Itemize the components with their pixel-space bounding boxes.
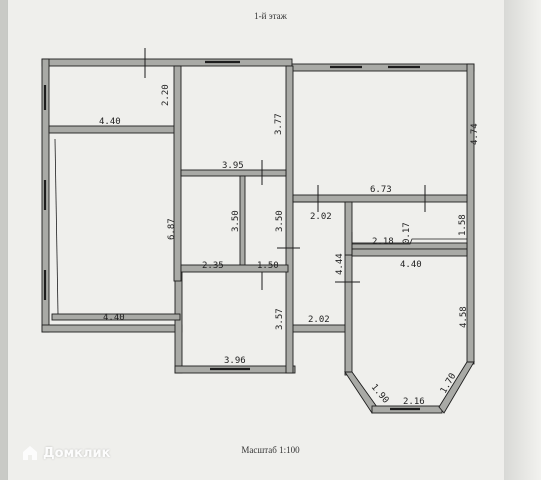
dim-label: 2.16 [403, 397, 425, 407]
wall-hall-right [344, 201, 353, 256]
outer-wall-center-bottom [287, 324, 349, 333]
dim-label: 2.18 [372, 237, 394, 247]
door-step [352, 238, 467, 245]
wall-vertical-a [173, 65, 182, 282]
dim-label: 2.02 [308, 315, 330, 325]
windows [43, 60, 420, 411]
wall-room1-bottom [48, 125, 181, 134]
dim-label: 3.95 [222, 161, 244, 171]
dim-label: 2.35 [202, 261, 224, 271]
dim-label: 0.17 [402, 222, 412, 244]
wall-horizontal-mid [180, 169, 287, 177]
dim-label: 4.40 [400, 260, 422, 270]
outer-wall-top-right [291, 63, 475, 72]
dim-label: 4.40 [99, 117, 121, 127]
dim-label: 4.74 [470, 123, 480, 145]
paper-sheet [8, 0, 504, 480]
outer-wall-bottom-left [41, 324, 183, 333]
outer-wall-living-left [174, 271, 183, 374]
wall-vertical-b [285, 65, 294, 374]
dim-label: 2.20 [161, 84, 171, 106]
dim-label: 4.44 [335, 253, 345, 275]
dim-label: 3.50 [275, 210, 285, 232]
inner-line [54, 138, 59, 315]
dim-label: 3.57 [275, 308, 285, 330]
wall-bay-top [351, 248, 468, 257]
scale-label: Масштаб 1:100 [241, 445, 300, 455]
dim-label: 1.58 [458, 214, 468, 236]
inner-lines [54, 138, 467, 315]
outer-wall-bay-left [344, 254, 353, 376]
house-logo-icon [23, 446, 37, 460]
dim-label: 3.96 [224, 356, 246, 366]
dim-label: 3.77 [274, 113, 284, 135]
wall-big-room-bottom [51, 313, 181, 321]
scan-margin [504, 0, 541, 480]
floor-title: 1-й этаж [254, 11, 287, 21]
watermark-text: Домклик [43, 445, 111, 461]
dim-label: 6.73 [370, 185, 392, 195]
dim-label: 4.40 [103, 313, 125, 323]
watermark: Домклик [22, 444, 110, 462]
door-marks [144, 48, 426, 290]
wall-right-horizontal [292, 194, 468, 203]
outer-wall-top-left [41, 58, 293, 67]
dim-label: 3.50 [231, 210, 241, 232]
dim-label: 4.58 [459, 306, 469, 328]
dim-label: 6.87 [167, 218, 177, 240]
wall-bath-bottom [180, 264, 289, 273]
dim-label: 1.50 [257, 261, 279, 271]
bay-wall-right [438, 361, 475, 414]
dim-label: 2.02 [310, 212, 332, 222]
